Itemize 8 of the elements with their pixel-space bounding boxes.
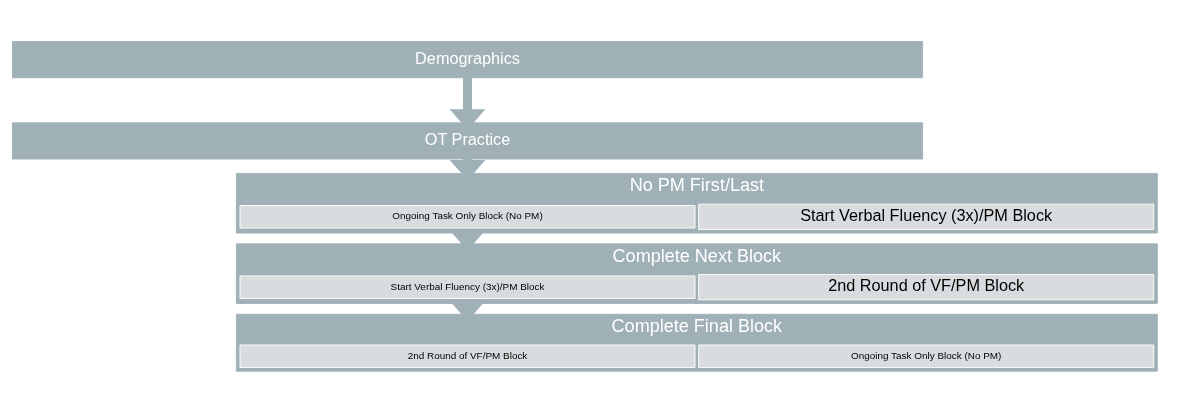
node-box: Start Verbal Fluency (3x)/PM Block	[239, 274, 696, 299]
node-box: Ongoing Task Only Block (No PM)	[239, 204, 696, 228]
node-box: Start Verbal Fluency (3x)/PM Block	[698, 203, 1155, 230]
node-box: 2nd Round of VF/PM Block	[239, 344, 696, 368]
node-box: Demographics	[12, 40, 924, 78]
node-box: 2nd Round of VF/PM Block	[698, 273, 1155, 300]
node-box: Ongoing Task Only Block (No PM)	[698, 344, 1155, 368]
node-box: OT Practice	[12, 121, 924, 159]
